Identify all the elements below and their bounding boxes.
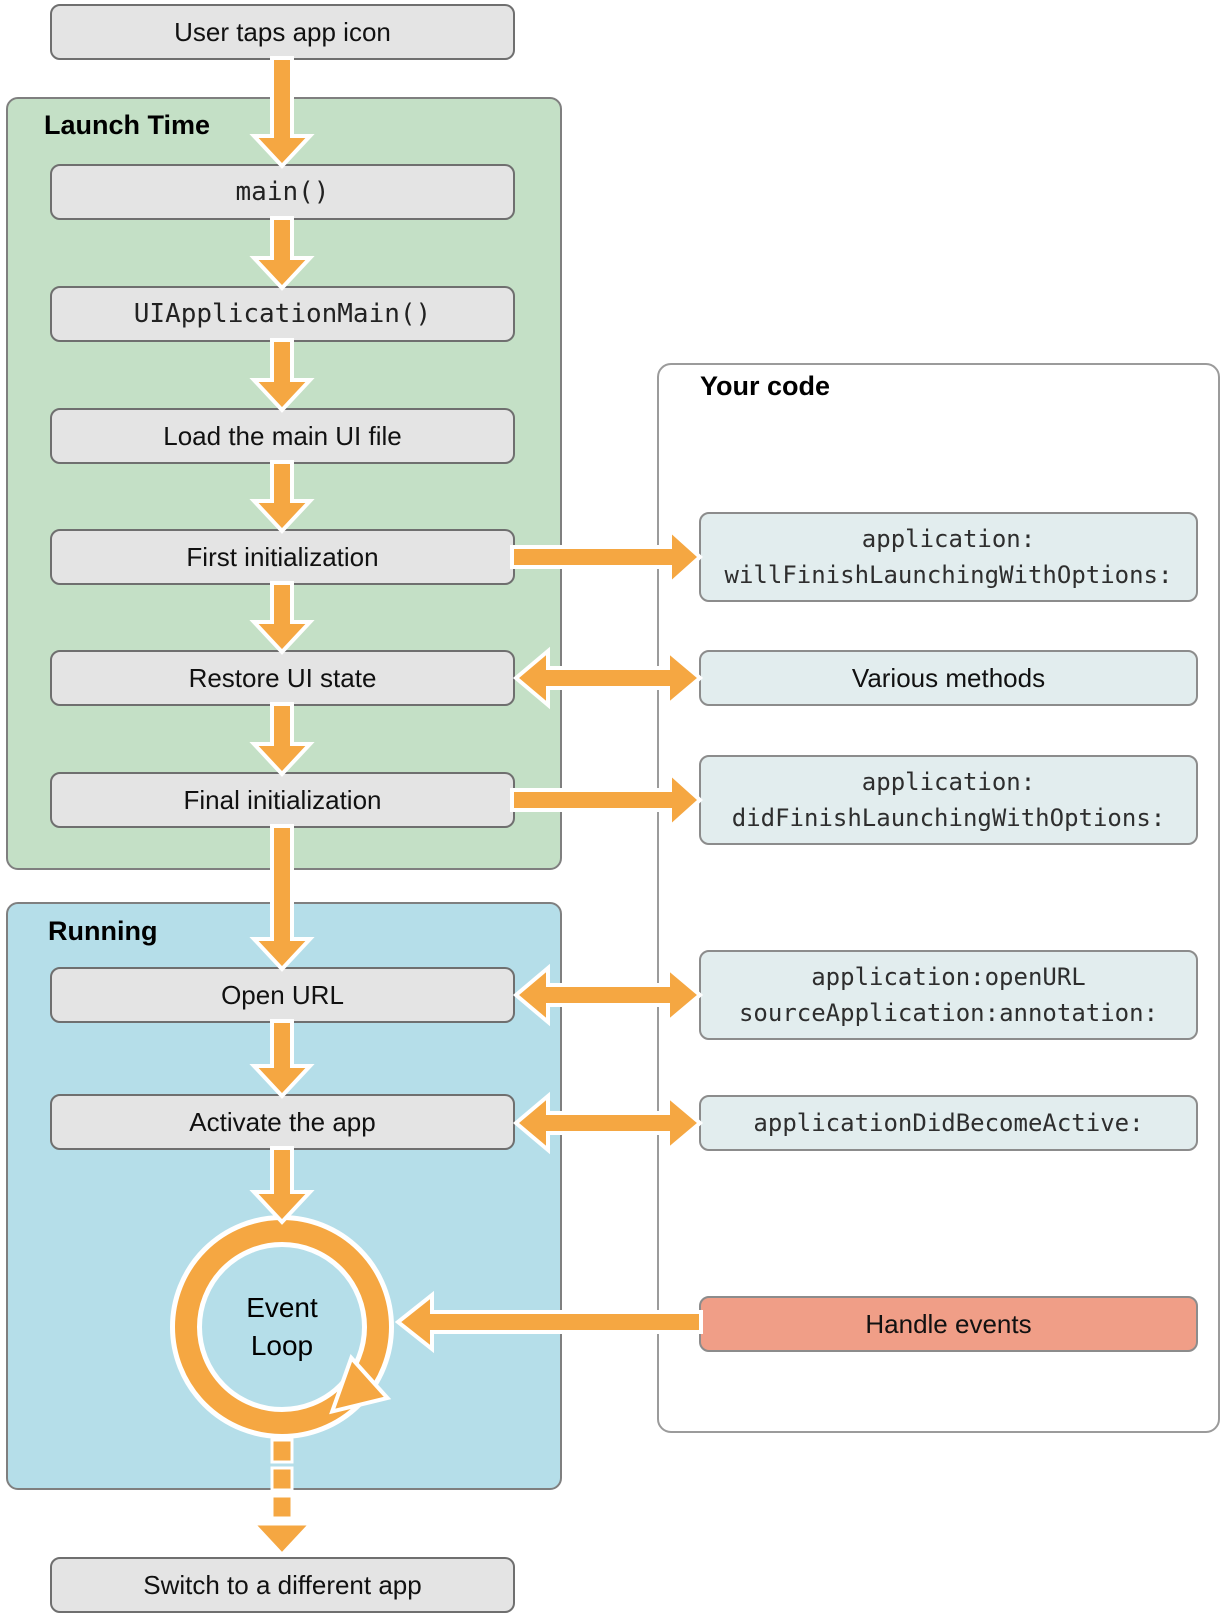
launch-time-title: Launch Time (44, 110, 211, 140)
callback-text-line: didFinishLaunchingWithOptions: (731, 804, 1166, 832)
callback-text-line: applicationDidBecomeActive: (753, 1109, 1144, 1137)
dashed-arrow-head (250, 1522, 314, 1557)
node-first-initialization: First initialization (50, 529, 515, 585)
node-uiapplicationmain: UIApplicationMain() (50, 286, 515, 342)
callback-text-line: application: (861, 525, 1036, 553)
callback-text-line: Handle events (865, 1309, 1032, 1339)
event-loop-line2: Loop (250, 1330, 314, 1361)
your-code-title: Your code (700, 371, 831, 401)
callback-did-become-active: applicationDidBecomeActive: (699, 1095, 1198, 1151)
node-activate-the-app: Activate the app (50, 1094, 515, 1150)
node-final-initialization: Final initialization (50, 772, 515, 828)
callback-will-finish-launching: application: willFinishLaunchingWithOpti… (699, 512, 1198, 602)
dashed-arrow-segment (270, 1494, 294, 1520)
running-title: Running (48, 916, 158, 946)
node-load-main-ui-file: Load the main UI file (50, 408, 515, 464)
callback-open-url-source-application: application:openURL sourceApplication:an… (699, 950, 1198, 1040)
callback-handle-events: Handle events (699, 1296, 1198, 1352)
callback-text-line: willFinishLaunchingWithOptions: (724, 561, 1173, 589)
node-restore-ui-state: Restore UI state (50, 650, 515, 706)
event-loop-label: Event Loop (182, 1289, 382, 1365)
callback-text-line: Various methods (851, 663, 1046, 693)
callback-did-finish-launching: application: didFinishLaunchingWithOptio… (699, 755, 1198, 845)
node-switch-to-different-app: Switch to a different app (50, 1557, 515, 1613)
callback-text-line: application: (861, 768, 1036, 796)
event-loop-line1: Event (246, 1292, 318, 1323)
callback-text-line: application:openURL (811, 963, 1086, 991)
node-user-taps-app-icon: User taps app icon (50, 4, 515, 60)
callback-text-line: sourceApplication:annotation: (738, 999, 1159, 1027)
node-open-url: Open URL (50, 967, 515, 1023)
callback-various-methods: Various methods (699, 650, 1198, 706)
node-main: main() (50, 164, 515, 220)
